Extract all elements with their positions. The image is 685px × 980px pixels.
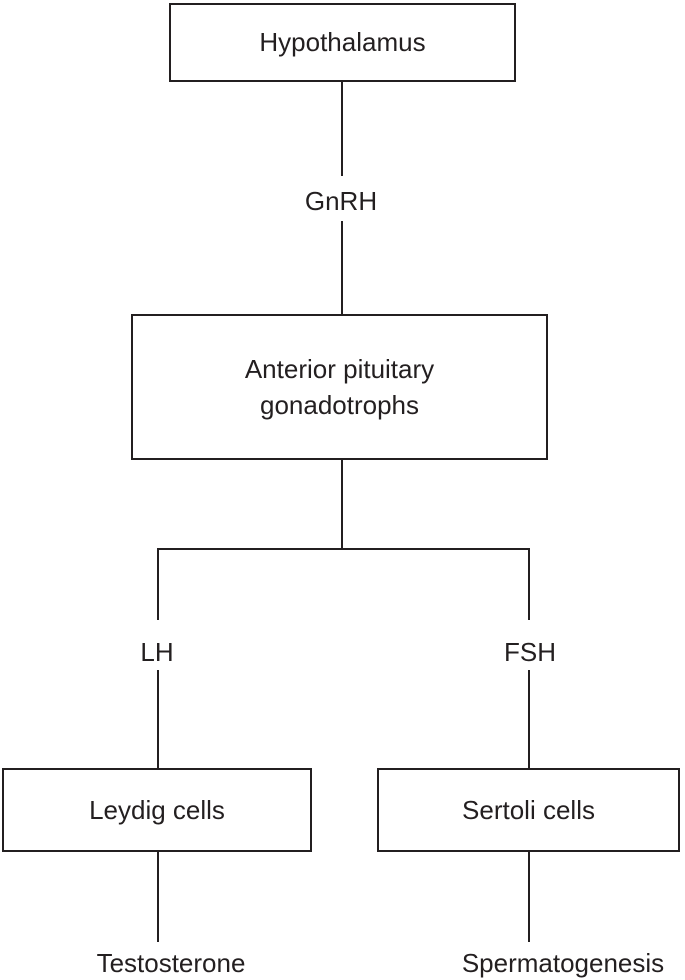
connector-pituitary-branch [341,460,343,548]
branch-horizontal-line [157,548,530,550]
connector-fsh-sertoli [528,670,530,768]
edge-label-lh: LH [140,637,174,667]
node-leydig-cells: Leydig cells [2,768,312,852]
node-anterior-pituitary-label: Anterior pituitary gonadotrophs [245,351,434,424]
output-label-spermatogenesis: Spermatogenesis [461,948,665,978]
edge-label-gnrh: GnRH [304,186,378,216]
connector-gnrh-pituitary [341,221,343,314]
connector-hypothalamus-gnrh [341,82,343,176]
node-leydig-label: Leydig cells [89,794,225,825]
connector-branch-fsh [528,548,530,620]
connector-branch-lh [157,548,159,620]
connector-sertoli-spermatogenesis [528,852,530,942]
connector-lh-leydig [157,670,159,768]
node-hypothalamus-label: Hypothalamus [259,27,426,58]
node-sertoli-cells: Sertoli cells [377,768,680,852]
edge-label-fsh: FSH [504,637,556,667]
node-label-line-2: gonadotrophs [259,390,420,420]
output-label-testosterone: Testosterone [96,948,246,978]
node-label-line-1: Anterior pituitary [244,353,435,384]
node-sertoli-label: Sertoli cells [462,794,595,825]
node-anterior-pituitary-gonadotrophs: Anterior pituitary gonadotrophs [131,314,548,460]
node-hypothalamus: Hypothalamus [169,3,516,82]
connector-leydig-testosterone [157,852,159,942]
